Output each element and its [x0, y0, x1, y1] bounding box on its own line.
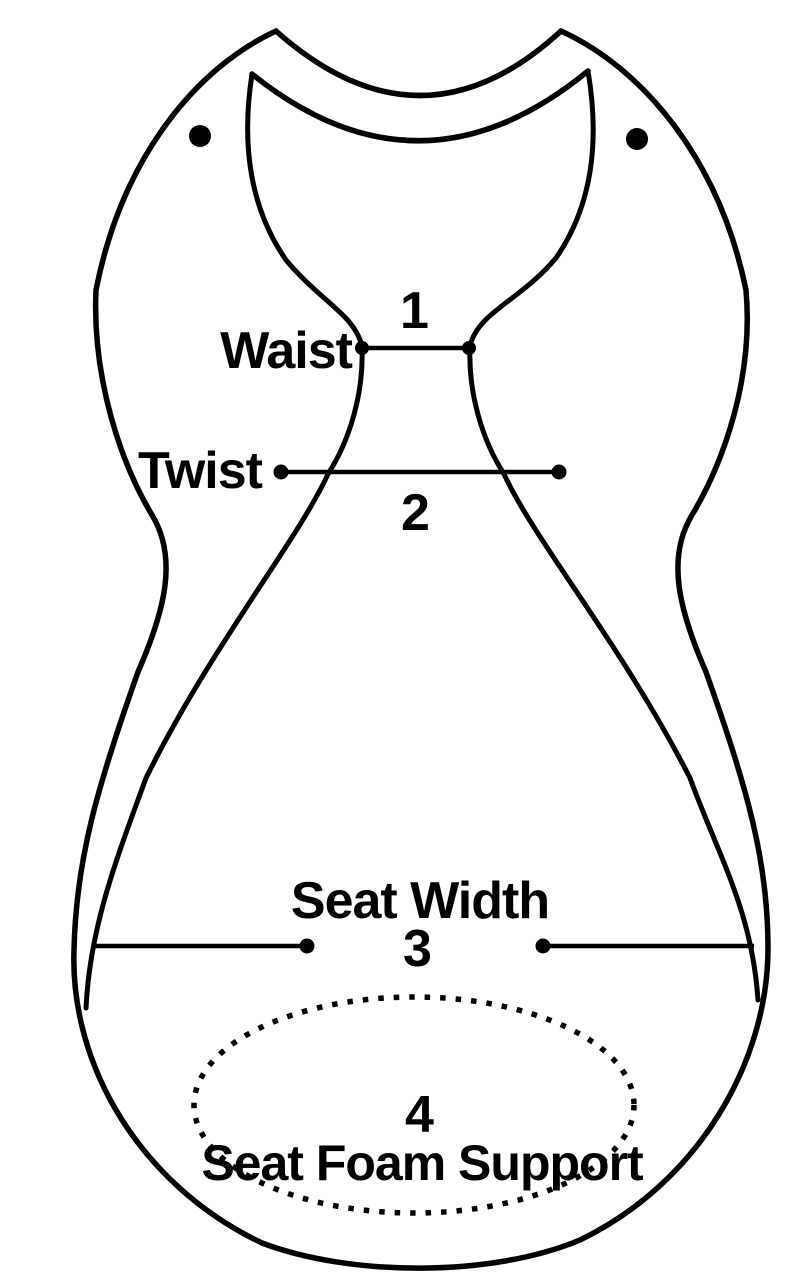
seat-panel-right-edge — [467, 68, 761, 1003]
seat-width-endpoint-right — [535, 938, 551, 954]
saddle-outer-outline — [71, 28, 771, 1271]
seat-foam-support-ellipse — [191, 994, 637, 1216]
waist-endpoint-left — [355, 341, 369, 355]
seat-panel-left-edge — [83, 71, 365, 1011]
waist-number: 1 — [400, 282, 429, 340]
seat-foam-support-label: Seat Foam Support — [201, 1135, 643, 1191]
right-rivet-dot — [626, 128, 648, 150]
cantle-upper-arc — [273, 28, 564, 99]
twist-number: 2 — [401, 484, 430, 542]
seat-width-number: 3 — [403, 920, 432, 978]
twist-endpoint-right — [551, 464, 567, 480]
waist-label: Waist — [220, 322, 353, 380]
waist-endpoint-right — [462, 341, 476, 355]
cantle-lower-arc — [249, 68, 591, 144]
seat-foam-support-number: 4 — [405, 1086, 434, 1144]
left-rivet-dot — [189, 125, 211, 147]
seat-width-label: Seat Width — [290, 872, 550, 930]
seat-width-endpoint-left — [299, 938, 315, 954]
twist-endpoint-left — [273, 464, 289, 480]
twist-label: Twist — [137, 442, 263, 500]
